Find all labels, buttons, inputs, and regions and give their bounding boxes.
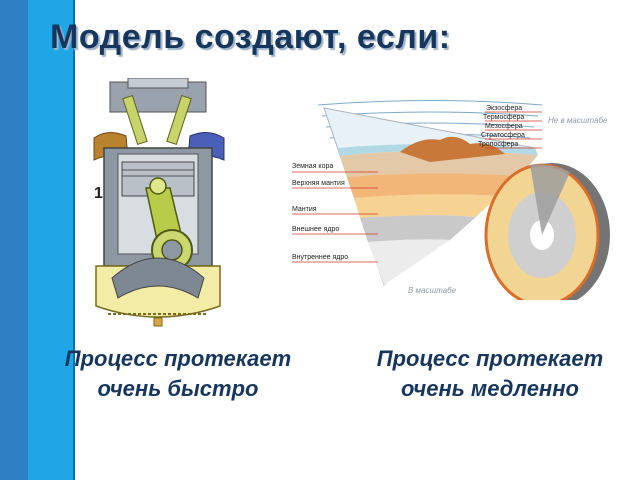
side-bar-edge xyxy=(73,0,75,480)
label-not-to-scale: Не в масштабе xyxy=(548,116,608,125)
decorative-side-bar xyxy=(0,0,75,480)
label-upper-mantle: Верхняя мантия xyxy=(292,180,345,187)
label-exosphere: Экзосфера xyxy=(486,105,522,112)
label-mantle: Мантия xyxy=(292,206,317,213)
slide-title: Модель создают, если: xyxy=(50,18,451,56)
side-bar-dark-stripe xyxy=(0,0,28,480)
label-to-scale: В масштабе xyxy=(408,286,457,295)
label-outer-core: Внешнее ядро xyxy=(292,226,339,233)
caption-fast-process: Процесс протекает очень быстро xyxy=(64,346,292,401)
label-crust: Земная кора xyxy=(292,163,333,170)
caption-slow-process: Процесс протекает очень медленно xyxy=(376,346,604,401)
label-mesosphere: Мезосфера xyxy=(485,123,523,130)
label-troposphere: Тропосфера xyxy=(478,141,518,148)
engine-marker-number: 1 xyxy=(94,185,103,202)
label-stratosphere: Стратосфера xyxy=(481,132,525,139)
label-thermosphere: Термосфера xyxy=(483,114,524,121)
label-inner-core: Внутреннее ядро xyxy=(292,254,348,261)
side-bar-light-stripe xyxy=(28,0,75,480)
earth-structure-image: Экзосфера Термосфера Мезосфера Стратосфе… xyxy=(292,100,610,300)
engine-cross-section-image: 1 xyxy=(93,78,225,327)
